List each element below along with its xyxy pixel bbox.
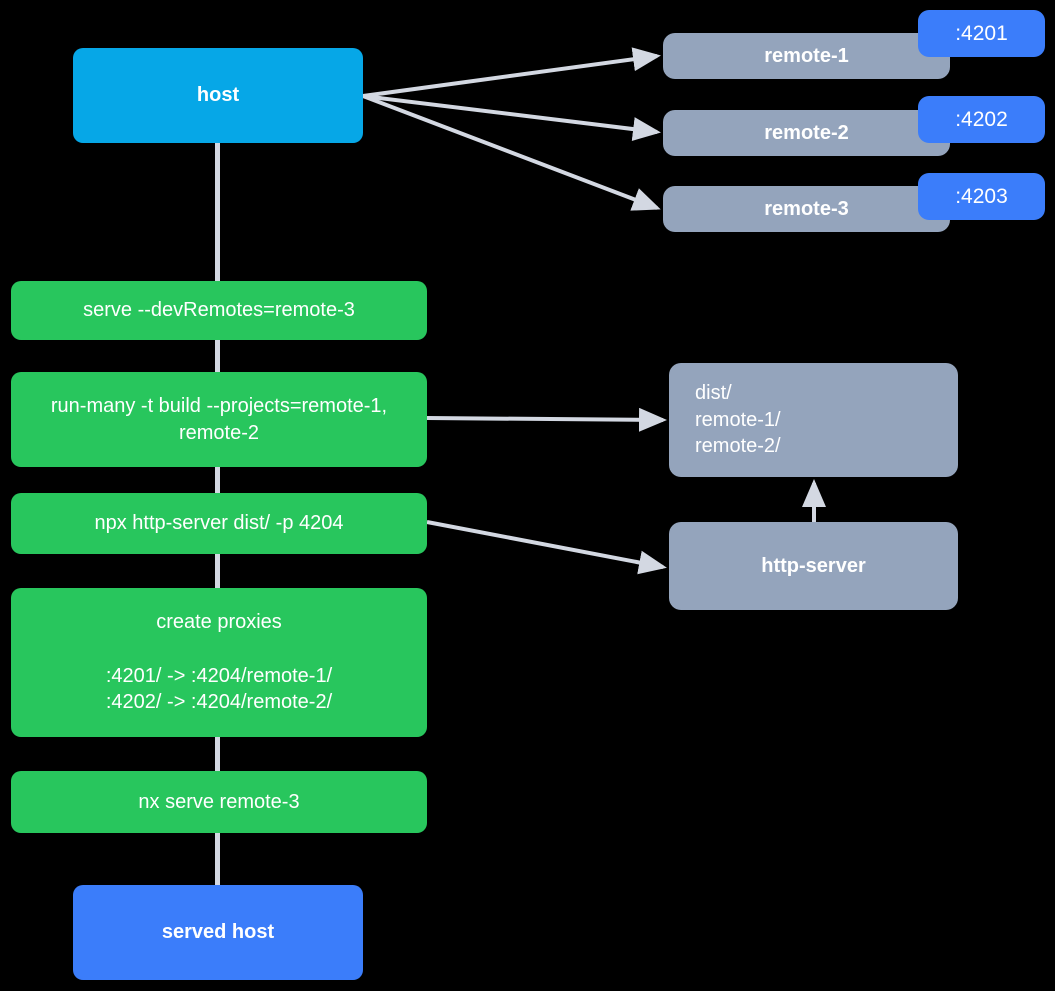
port-badge-remote-3: :4203 bbox=[918, 173, 1045, 220]
node-command-serve-devremotes[interactable]: serve --devRemotes=remote-3 bbox=[11, 281, 427, 340]
spine-serve-to-runmany bbox=[215, 338, 220, 374]
node-served-host-label: served host bbox=[161, 921, 275, 944]
port-badge-remote-1: :4201 bbox=[918, 10, 1045, 57]
node-command-create-proxies[interactable]: create proxies :4201/ -> :4204/remote-1/… bbox=[11, 588, 427, 737]
node-command-npx-http-server-label: npx http-server dist/ -p 4204 bbox=[94, 512, 344, 535]
node-remote-2-label: remote-2 bbox=[764, 121, 849, 144]
node-remote-1-label: remote-1 bbox=[764, 44, 849, 67]
node-http-server[interactable]: http-server bbox=[669, 522, 958, 610]
edge-host-to-remote-2 bbox=[362, 94, 661, 141]
port-badge-remote-2: :4202 bbox=[918, 96, 1045, 143]
node-command-serve-devremotes-label: serve --devRemotes=remote-3 bbox=[83, 299, 355, 322]
spine-host-to-serve bbox=[215, 143, 220, 283]
spine-nxserve-to-servedhost bbox=[215, 831, 220, 886]
node-http-server-label: http-server bbox=[761, 554, 866, 577]
node-command-run-many-build[interactable]: run-many -t build --projects=remote-1, r… bbox=[11, 372, 427, 467]
node-dist-folder[interactable]: dist/ remote-1/ remote-2/ bbox=[669, 363, 958, 477]
edge-host-to-remote-1 bbox=[362, 47, 661, 98]
node-command-run-many-build-label: run-many -t build --projects=remote-1, r… bbox=[50, 394, 388, 444]
node-host[interactable]: host bbox=[73, 48, 363, 143]
node-command-create-proxies-label: create proxies :4201/ -> :4204/remote-1/… bbox=[105, 611, 333, 714]
edge-npx-to-http-server bbox=[426, 520, 667, 575]
spine-proxies-to-nxserve bbox=[215, 736, 220, 772]
port-badge-remote-1-label: :4201 bbox=[955, 21, 1008, 45]
node-remote-2[interactable]: remote-2 bbox=[663, 110, 950, 156]
node-remote-3[interactable]: remote-3 bbox=[663, 186, 950, 232]
port-badge-remote-3-label: :4203 bbox=[955, 184, 1008, 208]
node-served-host[interactable]: served host bbox=[73, 885, 363, 980]
node-dist-folder-label: dist/ remote-1/ remote-2/ bbox=[695, 382, 781, 458]
port-badge-remote-2-label: :4202 bbox=[955, 107, 1008, 131]
node-command-nx-serve-remote-3[interactable]: nx serve remote-3 bbox=[11, 771, 427, 833]
edge-run-many-to-dist bbox=[426, 407, 667, 432]
node-remote-3-label: remote-3 bbox=[764, 197, 849, 220]
node-host-label: host bbox=[196, 84, 240, 107]
node-command-nx-serve-remote-3-label: nx serve remote-3 bbox=[138, 790, 300, 813]
spine-npx-to-proxies bbox=[215, 553, 220, 589]
node-command-npx-http-server[interactable]: npx http-server dist/ -p 4204 bbox=[11, 493, 427, 554]
edge-host-to-remote-3 bbox=[362, 94, 661, 211]
spine-runmany-to-npx bbox=[215, 466, 220, 494]
node-remote-1[interactable]: remote-1 bbox=[663, 33, 950, 79]
